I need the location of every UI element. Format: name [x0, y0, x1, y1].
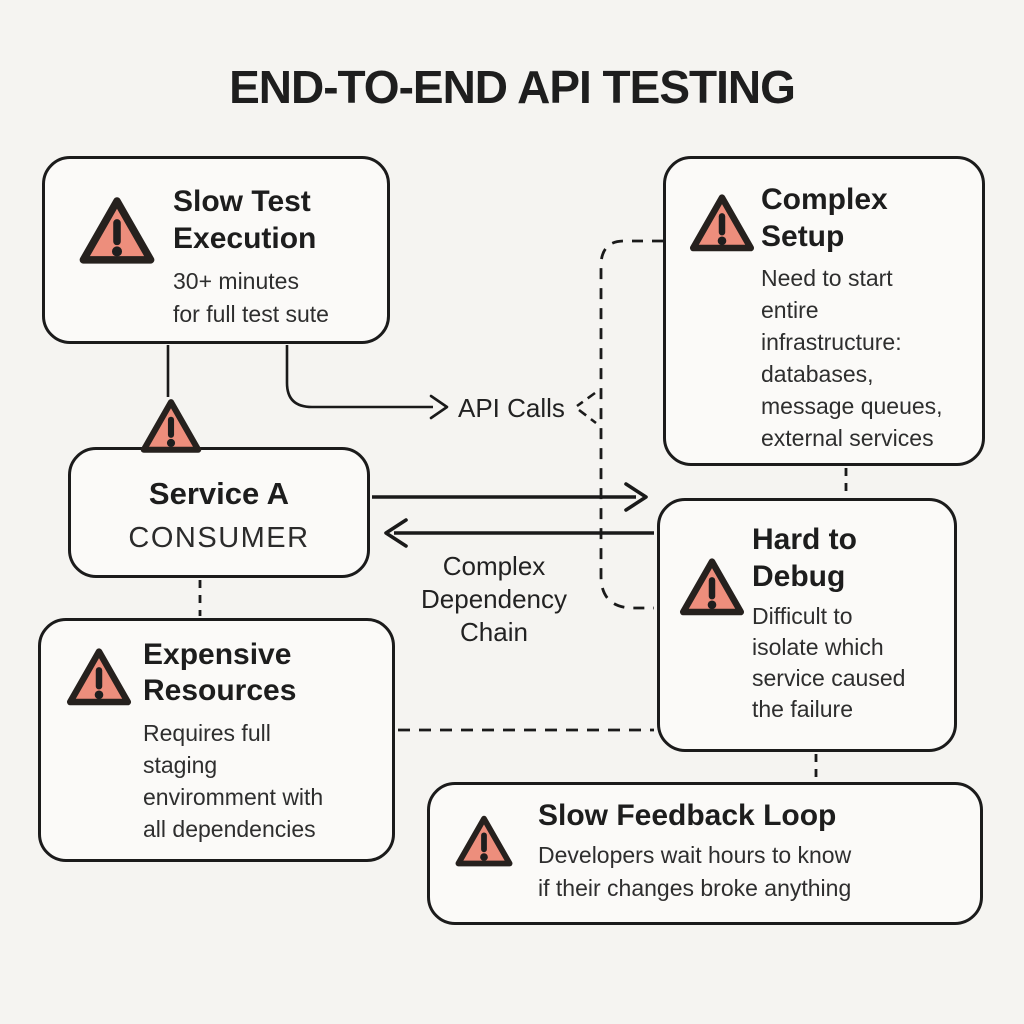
- node-heading-line: Expensive: [143, 638, 292, 671]
- node-body-line: infrastructure:: [761, 329, 902, 355]
- warning-icon: [686, 189, 758, 255]
- warning-icon: [676, 553, 748, 619]
- right-arrowhead: [624, 482, 648, 512]
- service-role: CONSUMER: [128, 522, 310, 554]
- dashed-kink: [576, 391, 597, 425]
- node-service-a: Service A CONSUMER: [68, 399, 370, 578]
- connector-slowtest-apicalls: [285, 345, 433, 409]
- node-heading-line: Execution: [173, 222, 317, 255]
- node-body-line: 30+ minutes: [173, 268, 299, 294]
- node-heading-line: Debug: [752, 560, 846, 593]
- node-hard-to-debug: Hard to Debug Difficult to isolate which…: [657, 498, 957, 752]
- warning-icon: [452, 811, 516, 870]
- node-slow-feedback-loop: Slow Feedback Loop Developers wait hours…: [427, 782, 983, 925]
- dependency-chain-line: Dependency: [421, 584, 567, 614]
- dashed-complexsetup-debug: [599, 239, 663, 610]
- node-heading-line: Setup: [761, 220, 845, 253]
- node-body-line: Developers wait hours to know: [538, 842, 852, 868]
- node-body-line: service caused: [752, 665, 906, 691]
- node-body-line: message queues,: [761, 393, 943, 419]
- node-expensive-resources: Expensive Resources Requires full stagin…: [38, 618, 395, 862]
- node-body-line: if their changes broke anything: [538, 875, 852, 901]
- node-heading-line: Resources: [143, 674, 297, 707]
- node-body-line: staging: [143, 752, 218, 778]
- warning-icon: [63, 643, 135, 709]
- node-body-line: databases,: [761, 361, 874, 387]
- warning-icon: [75, 191, 159, 268]
- node-body-line: the failure: [752, 696, 854, 722]
- dependency-chain-line: Chain: [460, 617, 528, 647]
- node-body-line: Requires full: [143, 720, 271, 746]
- node-body-line: enviromment with: [143, 784, 324, 810]
- node-body-line: external services: [761, 425, 934, 451]
- node-complex-setup: Complex Setup Need to start entire infra…: [663, 156, 985, 466]
- api-calls-label: API Calls: [458, 393, 565, 423]
- node-body-line: isolate which: [752, 634, 884, 660]
- page-title: END-TO-END API TESTING: [229, 61, 796, 113]
- service-name: Service A: [148, 476, 290, 511]
- dependency-chain-line: Complex: [442, 551, 546, 581]
- node-heading-line: Hard to: [752, 523, 857, 556]
- node-heading-line: Slow Test: [173, 185, 311, 218]
- warning-icon: [137, 394, 205, 457]
- node-heading-line: Complex: [761, 183, 888, 216]
- left-arrowhead: [384, 518, 408, 548]
- node-body-line: for full test sute: [173, 301, 329, 327]
- apicalls-arrowhead: [429, 394, 449, 420]
- node-body-line: entire: [761, 297, 819, 323]
- node-body-line: Need to start: [761, 265, 893, 291]
- node-body-line: all dependencies: [143, 816, 316, 842]
- node-slow-test-execution: Slow Test Execution 30+ minutes for full…: [42, 156, 390, 344]
- node-body-line: Difficult to: [752, 603, 853, 629]
- node-heading-line: Slow Feedback Loop: [538, 799, 837, 832]
- dependency-chain-label: Complex Dependency Chain: [384, 550, 604, 649]
